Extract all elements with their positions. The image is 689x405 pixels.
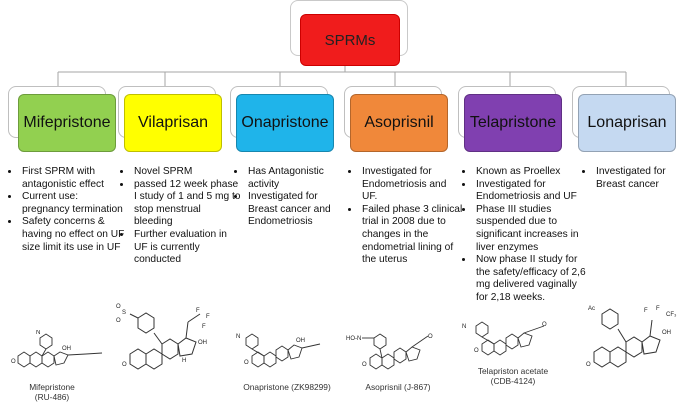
structure-vilaprisan: S O O F F F OH O H [116,304,210,370]
root-label: SPRMs [324,31,376,49]
bullets-onapristone: Has Antagonistic activity Investigated f… [232,166,346,229]
svg-text:H: H [182,358,186,364]
card-label-telapristone: Telapristone [469,114,557,131]
structure-lonaprisan: Ac F F CF₃ OH O [586,306,677,368]
bullet-item: passed 12 week phase I study of 1 and 5 … [132,179,242,229]
svg-text:S: S [122,310,126,316]
svg-text:N: N [236,334,240,340]
bullet-item: Investigated for Endometriosis and UF [474,179,586,204]
bullet-item: Investigated for Endometriosis and UF. [360,166,464,204]
caption-telapristone: Telapriston acetate (CDB-4124) [458,366,568,386]
svg-text:F: F [656,306,660,312]
card-onapristone: Onapristone [236,94,334,152]
card-lonaprisan: Lonaprisan [578,94,676,152]
bullet-item: Known as Proellex [474,166,586,179]
card-asoprisnil: Asoprisnil [350,94,448,152]
card-vilaprisan: Vilaprisan [124,94,222,152]
structure-onapristone: N O OH [236,333,321,368]
svg-text:OH: OH [296,338,305,344]
bullets-vilaprisan: Novel SPRM passed 12 week phase I study … [118,166,242,267]
structure-mifepristone: N O OH [11,330,103,368]
caption-line: Telapriston acetate [477,366,549,376]
svg-text:OH: OH [62,346,71,352]
svg-text:O: O [428,334,433,340]
bullet-item: Current use: pregnancy termination [20,191,126,216]
svg-text:OH: OH [198,340,207,346]
card-label-lonaprisan: Lonaprisan [587,114,667,131]
structure-asoprisnil: HO-N O O [346,333,433,370]
svg-text:N: N [462,324,466,330]
bullet-item: First SPRM with antagonistic effect [20,166,126,191]
caption-asoprisnil: Asoprisnil (J-867) [344,382,452,392]
caption-line: Asoprisnil (J-867) [365,382,431,392]
svg-text:O: O [116,318,121,324]
bullets-telapristone: Known as Proellex Investigated for Endom… [460,166,586,305]
bullets-mifepristone: First SPRM with antagonistic effect Curr… [6,166,126,254]
root-node: SPRMs [300,14,400,66]
svg-text:O: O [362,362,367,368]
svg-text:F: F [202,324,206,330]
caption-onapristone: Onapristone (ZK98299) [232,382,342,392]
bullet-item: Investigated for Breast cancer [594,166,689,191]
card-label-mifepristone: Mifepristone [23,114,111,131]
svg-text:F: F [206,314,210,320]
structure-telapristone: N O O [462,321,547,356]
card-label-asoprisnil: Asoprisnil [364,114,434,131]
caption-line: (RU-486) [34,392,70,402]
bullet-item: Investigated for Breast cancer and Endom… [246,191,346,229]
caption-line: Mifepristone [29,382,75,392]
svg-text:O: O [474,348,479,354]
bullet-item: Failed phase 3 clinical trial in 2008 du… [360,204,464,267]
svg-text:HO-N: HO-N [346,336,361,342]
bullets-asoprisnil: Investigated for Endometriosis and UF. F… [346,166,464,267]
bullet-item: Phase III studies suspended due to signi… [474,204,586,254]
svg-text:OH: OH [662,330,671,336]
card-label-onapristone: Onapristone [241,114,329,131]
svg-text:O: O [11,359,16,365]
card-telapristone: Telapristone [464,94,562,152]
bullet-item: Further evaluation in UF is currently co… [132,229,242,267]
bullet-item: Now phase II study for the safety/effica… [474,254,586,304]
bullet-item: Safety concerns & having no effect on UF… [20,216,126,254]
caption-mifepristone: Mifepristone (RU-486) [2,382,102,402]
svg-text:O: O [586,362,591,368]
svg-text:O: O [244,360,249,366]
card-label-vilaprisan: Vilaprisan [138,114,208,131]
svg-text:F: F [196,308,200,314]
svg-text:O: O [122,362,127,368]
svg-text:CF₃: CF₃ [666,312,677,318]
svg-text:N: N [36,330,40,336]
caption-line: Onapristone (ZK98299) [243,382,331,392]
bullets-lonaprisan: Investigated for Breast cancer [580,166,689,191]
svg-text:Ac: Ac [588,306,595,312]
svg-text:O: O [116,304,121,310]
svg-text:F: F [644,308,648,314]
bullet-item: Has Antagonistic activity [246,166,346,191]
svg-text:O: O [542,322,547,328]
bullet-item: Novel SPRM [132,166,242,179]
card-mifepristone: Mifepristone [18,94,116,152]
caption-line: (CDB-4124) [490,376,536,386]
